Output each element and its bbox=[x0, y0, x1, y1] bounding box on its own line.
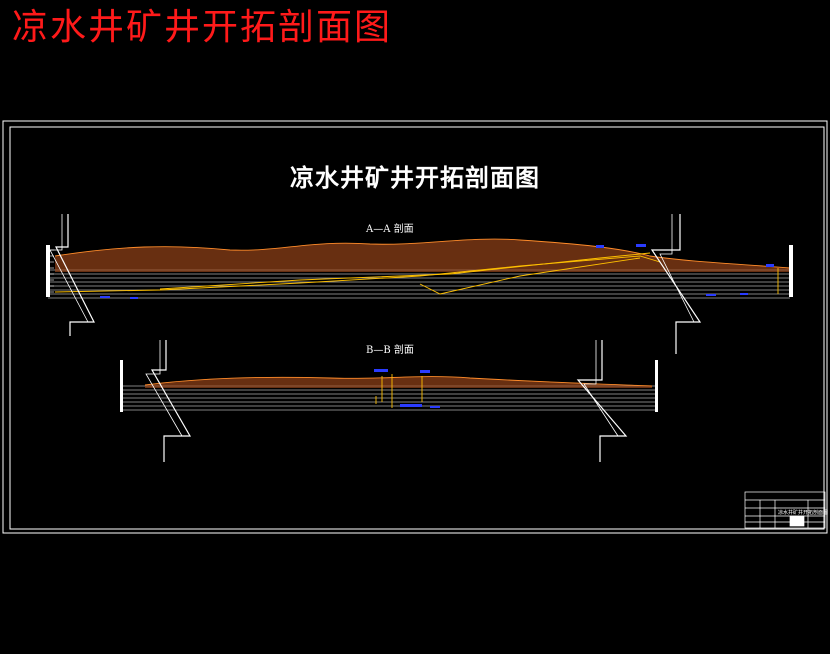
section-a-break-right bbox=[650, 214, 702, 354]
section-b-terrain bbox=[145, 376, 652, 388]
section-b-label: B—B 剖面 bbox=[366, 345, 414, 356]
title-block-drawing-name: 凉水井矿井开拓剖面图 bbox=[778, 510, 829, 516]
window-title: 凉水井矿井开拓剖面图 bbox=[12, 7, 393, 48]
section-b-break-right bbox=[576, 340, 628, 462]
section-a-break-left bbox=[55, 214, 95, 336]
drawing-title: 凉水井矿井开拓剖面图 bbox=[290, 164, 540, 192]
section-a-label: A—A 剖面 bbox=[366, 224, 414, 235]
section-b-break-left bbox=[150, 340, 192, 462]
section-a-terrain bbox=[55, 239, 790, 272]
section-b-profile bbox=[120, 340, 658, 462]
outer-frame bbox=[2, 120, 828, 534]
title-block bbox=[744, 491, 826, 529]
section-a-profile bbox=[46, 214, 793, 354]
inner-frame bbox=[9, 126, 825, 530]
